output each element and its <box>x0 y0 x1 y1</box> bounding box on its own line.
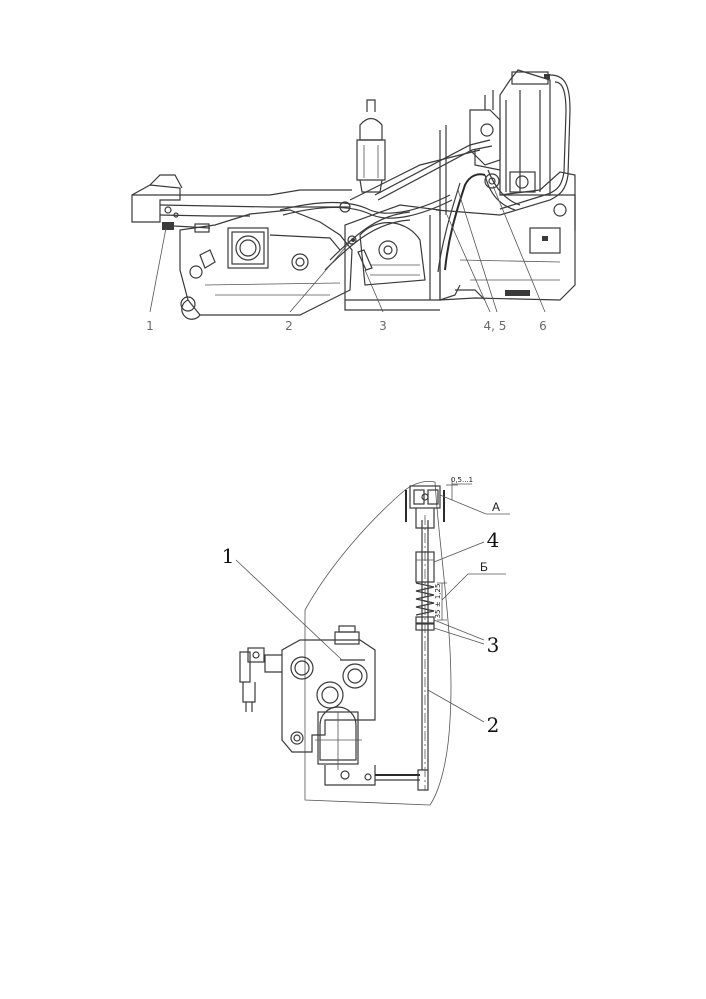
valve-linkage-view: 0,5...1 А 35 ± 1,25 Б 1 4 3 2 <box>222 476 510 806</box>
dimension-spring-length: 35 ± 1,25 <box>434 584 442 619</box>
top-callout-3: 3 <box>379 319 387 333</box>
top-callout-4-5: 4, 5 <box>484 319 507 333</box>
top-callout-1: 1 <box>146 319 154 333</box>
bottom-callout-2: 2 <box>487 713 500 737</box>
bottom-callout-3: 3 <box>487 633 500 657</box>
bottom-callout-4: 4 <box>487 528 500 552</box>
chassis-side-view: 1 2 3 4, 5 6 <box>131 69 576 333</box>
dimension-gap: 0,5...1 <box>451 476 473 484</box>
top-callout-6: 6 <box>539 319 547 333</box>
bottom-callout-1: 1 <box>222 544 235 568</box>
view-letter-b: Б <box>480 560 488 574</box>
view-letter-a: А <box>492 500 500 514</box>
top-callout-2: 2 <box>285 319 293 333</box>
